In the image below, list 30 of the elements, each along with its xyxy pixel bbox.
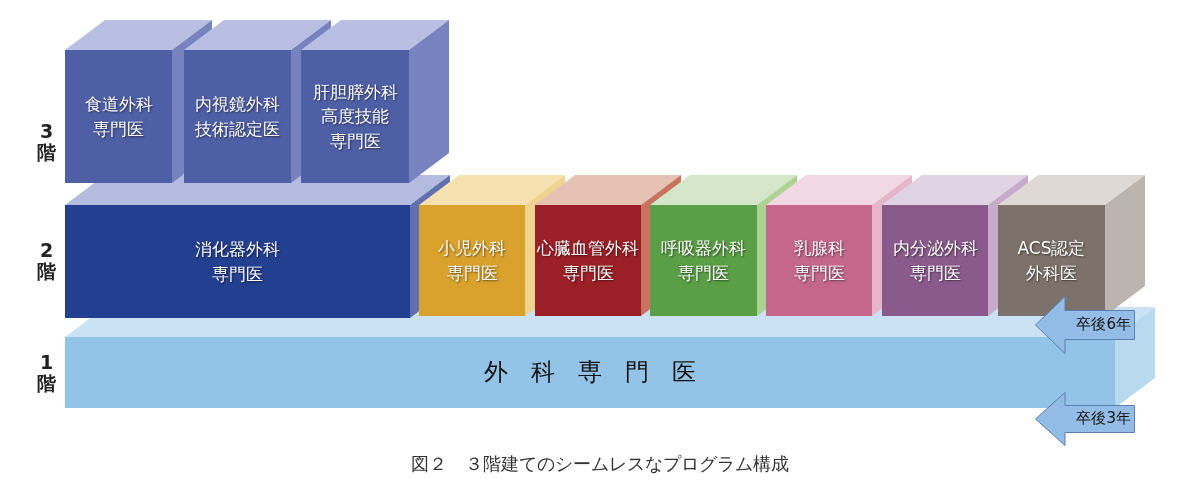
left-arrow-shape [1035,296,1135,354]
specialty-label: 肝胆膵外科高度技能専門医 [312,80,398,153]
specialty-label: 食道外科専門医 [84,92,153,141]
specialty-label: 心臓血管外科専門医 [537,236,639,285]
specialty-block [301,50,409,183]
specialty-label: 消化器外科専門医 [195,237,280,286]
floor-number-label: 3階 [37,121,56,163]
specialty-block [650,205,757,316]
floor-block [65,337,1115,408]
floor-label: 外科専門医 [483,357,719,389]
specialty-block [65,50,172,183]
specialty-label: 呼吸器外科専門医 [661,236,746,285]
left-arrow-shape [1035,392,1135,446]
specialty-label: 乳腺科専門医 [793,236,845,285]
specialty-block [882,205,988,316]
specialty-label: 小児外科専門医 [438,236,506,285]
specialty-label: 内分泌外科専門医 [892,236,978,285]
figure-caption: 図２ ３階建てのシームレスなプログラム構成 [410,452,790,476]
specialty-block [184,50,291,183]
specialty-block [766,205,872,316]
specialty-block [65,205,410,318]
year-label: 卒後3年 [1076,409,1131,428]
specialty-label: 内視鏡外科技術認定医 [195,92,280,141]
specialty-block [419,205,525,316]
floor-number-label: 1階 [37,352,56,394]
year-label: 卒後6年 [1076,315,1131,334]
floor-number-label: 2階 [37,240,56,282]
specialty-block [998,205,1105,316]
specialty-label: ACS認定外科医 [1017,236,1086,285]
specialty-block [535,205,641,316]
